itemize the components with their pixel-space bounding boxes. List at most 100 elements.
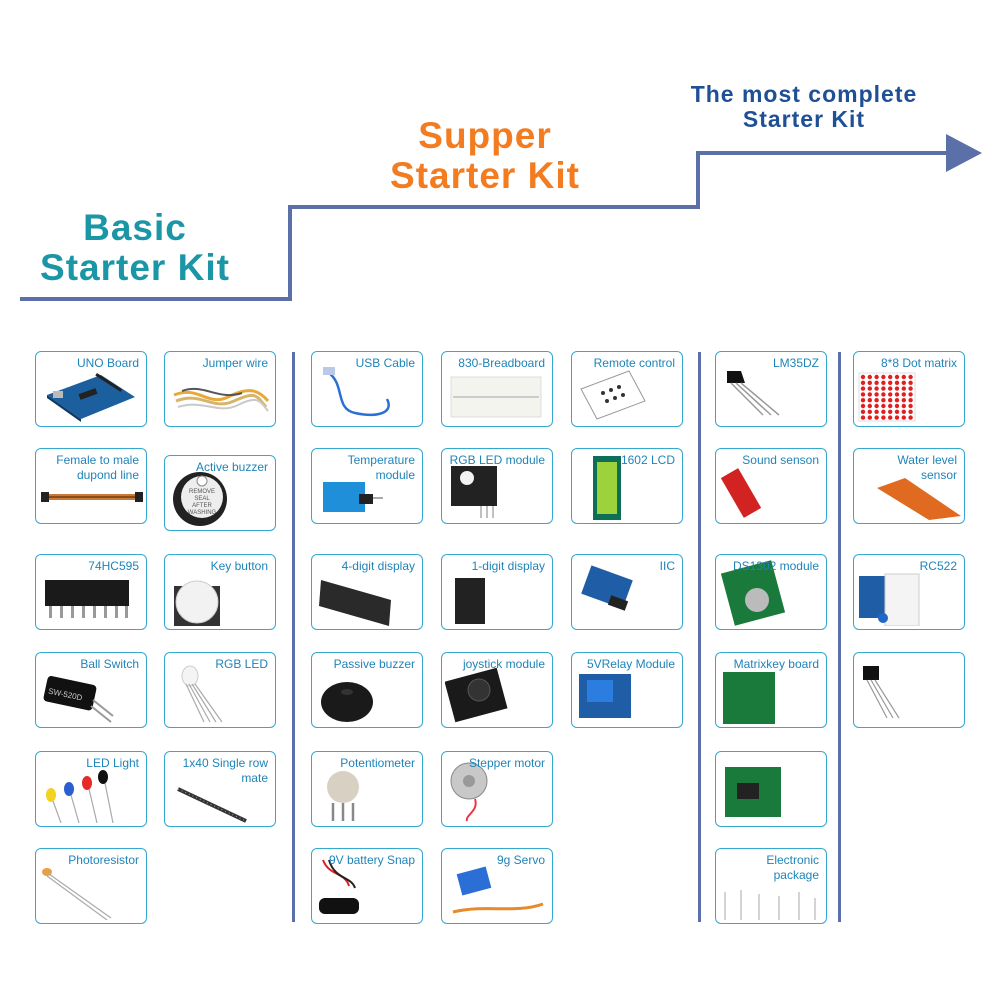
matrix-dot [867, 403, 872, 409]
card-matrixkey[interactable]: Matrixkey board [715, 652, 827, 728]
matrix-dot [860, 415, 866, 420]
card-uno-board[interactable]: UNO Board [35, 351, 147, 427]
1602-lcd-label: 1602 LCD [620, 453, 675, 467]
uno-board-label: UNO Board [76, 356, 139, 370]
water-level-sensor-icon [877, 478, 961, 520]
card-jumper-wire[interactable]: Jumper wire [164, 351, 276, 427]
matrix-dot [901, 380, 906, 385]
matrix-dot [860, 409, 866, 414]
matrix-dot [901, 398, 906, 403]
card-temperature-module[interactable]: Temperature module [311, 448, 423, 524]
card-motor-driver[interactable] [715, 751, 827, 827]
card-rc522[interactable]: RC522 [853, 554, 965, 630]
four-digit-display-icon [319, 580, 391, 626]
card-4-digit-display[interactable]: 4-digit display [311, 554, 423, 630]
matrix-dot [874, 374, 879, 380]
matrix-dot [888, 374, 893, 380]
card-5v-relay[interactable]: 5VRelay Module [571, 652, 683, 728]
breadboard-label: 830-Breadboard [458, 356, 545, 370]
rgb-led-module-label: RGB LED module [449, 453, 545, 467]
5v-relay-label: 5VRelay Module [586, 657, 675, 671]
rgb-led-icon [181, 665, 223, 723]
card-key-button[interactable]: Key button [164, 554, 276, 630]
matrix-dot [901, 415, 906, 420]
card-breadboard[interactable]: 830-Breadboard [441, 351, 553, 427]
stepper-motor-label: Stepper motor [468, 756, 545, 770]
remote-control-icon [580, 370, 646, 420]
matrix-dot [908, 386, 913, 391]
electronic-package-label: Electronic package [766, 853, 819, 882]
dot-matrix-label: 8*8 Dot matrix [880, 356, 957, 370]
potentiometer-icon [327, 771, 359, 821]
remote-control-label: Remote control [593, 356, 675, 370]
card-1-digit-display[interactable]: 1-digit display [441, 554, 553, 630]
card-stepper-motor[interactable]: Stepper motor [441, 751, 553, 827]
matrix-dot [881, 374, 886, 380]
card-1602-lcd[interactable]: 1602 LCD [571, 448, 683, 524]
card-electronic-package[interactable]: Electronic package [715, 848, 827, 924]
card-remote-control[interactable]: Remote control [571, 351, 683, 427]
matrix-dot [860, 398, 866, 403]
card-pin-header[interactable]: 1x40 Single row mate [164, 751, 276, 827]
matrix-dot [894, 380, 900, 385]
key-button-label: Key button [210, 559, 268, 573]
usb-cable-icon [323, 367, 390, 416]
divider-complete-extra [838, 352, 841, 922]
1-digit-display-label: 1-digit display [471, 559, 545, 573]
rgb-led-module-icon [451, 466, 497, 518]
jumper-wire-icon [173, 387, 270, 412]
card-rgb-led[interactable]: RGB LED [164, 652, 276, 728]
card-active-buzzer[interactable]: Active buzzer REMOVE SEAL AFTER WASHING [164, 455, 276, 531]
matrix-dot [881, 398, 886, 403]
ribbon-cable-icon [41, 492, 143, 502]
card-passive-buzzer[interactable]: Passive buzzer [311, 652, 423, 728]
matrix-dot [888, 398, 893, 403]
rc522-label: RC522 [919, 559, 957, 573]
card-usb-cable[interactable]: USB Cable [311, 351, 423, 427]
matrix-dot [888, 409, 893, 414]
card-rgb-led-module[interactable]: RGB LED module [441, 448, 553, 524]
iic-label: IIC [659, 559, 675, 573]
matrixkey-label: Matrixkey board [733, 657, 819, 671]
led-lights-icon [46, 770, 114, 823]
9g-servo-label: 9g Servo [496, 853, 545, 867]
card-led-light[interactable]: LED Light [35, 751, 147, 827]
servo-icon [452, 866, 544, 914]
card-photoresistor[interactable]: Photoresistor [35, 848, 147, 924]
card-9g-servo[interactable]: 9g Servo [441, 848, 553, 924]
card-sound-sensor[interactable]: Sound senson [715, 448, 827, 524]
card-74hc595[interactable]: 74HC595 [35, 554, 147, 630]
card-water-level[interactable]: Water level sensor [853, 448, 965, 524]
matrix-dot [867, 386, 872, 391]
matrix-dot [888, 392, 893, 397]
temperature-module-icon [323, 482, 383, 512]
matrix-dot [901, 403, 906, 409]
matrix-dot [908, 374, 913, 380]
matrix-dot [860, 386, 866, 391]
card-ds1302[interactable]: DS1302 module [715, 554, 827, 630]
matrix-dot [881, 415, 886, 420]
card-iic[interactable]: IIC [571, 554, 683, 630]
matrix-dot [881, 392, 886, 397]
ic-chip-icon [45, 580, 129, 618]
led-light-label: LED Light [86, 756, 139, 770]
buzzer-sticker-text: REMOVE SEAL AFTER WASHING [187, 489, 217, 516]
matrix-dot [908, 398, 913, 403]
card-female-male-line[interactable]: Female to male dupond line [35, 448, 147, 524]
card-ball-switch[interactable]: Ball Switch SW-520D [35, 652, 147, 728]
card-joystick-module[interactable]: joystick module [441, 652, 553, 728]
card-lm35dz[interactable]: LM35DZ [715, 351, 827, 427]
card-dot-matrix[interactable]: 8*8 Dot matrix [853, 351, 965, 427]
stepper-motor-icon [450, 762, 488, 822]
card-9v-battery-snap[interactable]: 9V battery Snap [311, 848, 423, 924]
water-level-label: Water level sensor [897, 453, 957, 482]
joystick-module-label: joystick module [462, 657, 545, 671]
card-ir-receiver[interactable] [853, 652, 965, 728]
matrix-dot [888, 386, 893, 391]
4-digit-display-label: 4-digit display [341, 559, 415, 573]
matrix-dot [867, 374, 872, 380]
card-potentiometer[interactable]: Potentiometer [311, 751, 423, 827]
pin-header-icon [177, 787, 247, 823]
